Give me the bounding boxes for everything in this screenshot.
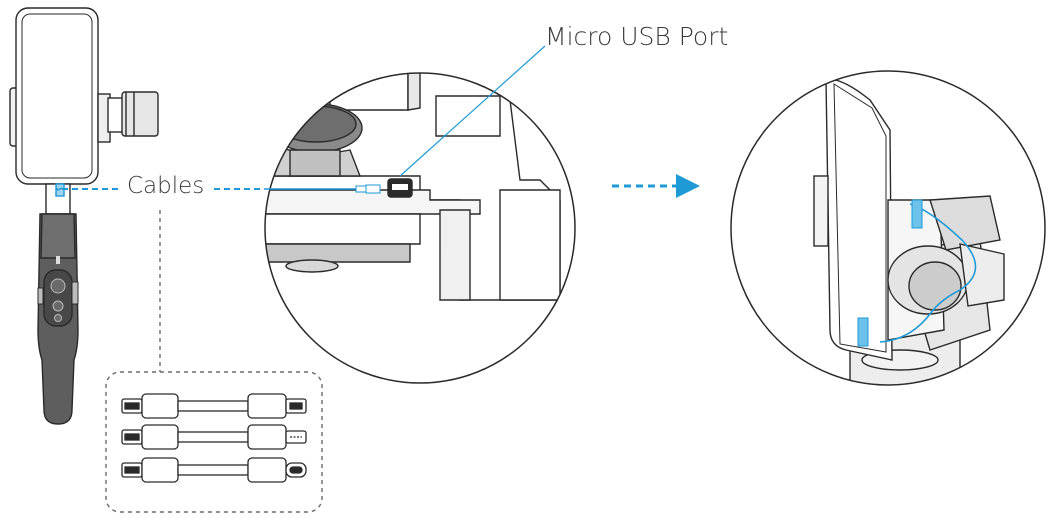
charging-zoom-view — [730, 70, 1046, 386]
gimbal-full-view — [9, 7, 159, 425]
cables-callout — [55, 187, 262, 372]
zoom-circle-charging — [730, 70, 1046, 386]
cable-micro-to-lightning — [121, 424, 307, 450]
cable-micro-to-usbc — [121, 457, 307, 483]
cable-micro-to-micro — [121, 393, 307, 419]
cable-set-box — [105, 371, 323, 513]
micro-usb-port-label: Micro USB Port — [545, 22, 729, 51]
usb-port-leader — [399, 45, 546, 177]
arrow-right-icon — [612, 174, 700, 198]
zoom-circle-port — [264, 72, 576, 384]
port-zoom-view — [264, 45, 576, 384]
pan-motor — [121, 91, 159, 137]
cables-label: Cables — [127, 173, 205, 199]
phone — [15, 7, 99, 185]
